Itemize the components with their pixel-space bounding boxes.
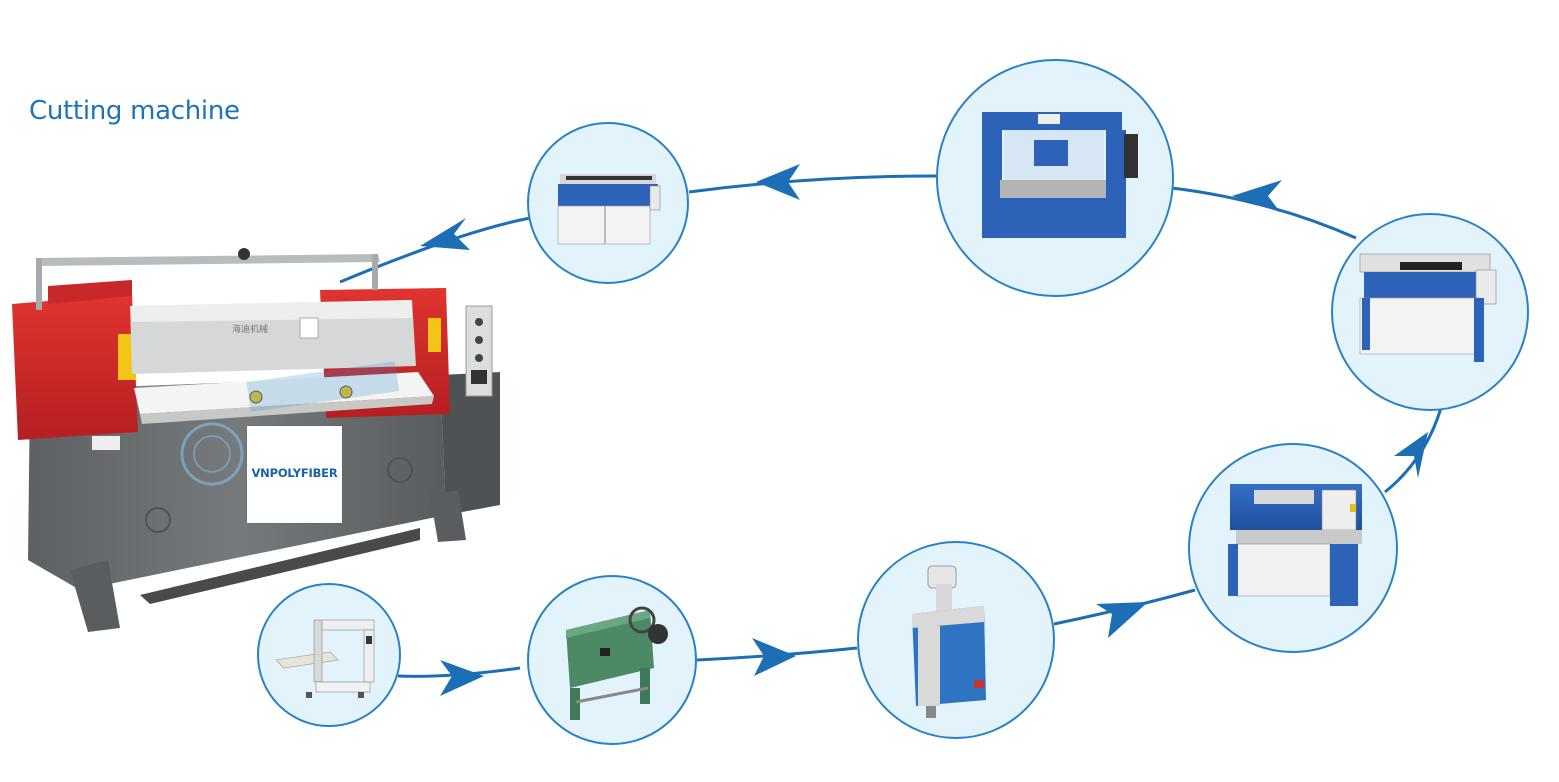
flow-line-6 xyxy=(688,174,937,194)
machine-circle-precision-press xyxy=(1331,213,1529,411)
arrow-head-2 xyxy=(752,638,796,676)
arrow-head-7 xyxy=(420,218,470,250)
main-cutting-machine-image: 海迪机械 xyxy=(12,248,500,632)
machine-circle-swing-arm-press xyxy=(857,541,1055,739)
machine-circle-strap-cutter xyxy=(527,575,697,745)
flow-line-7 xyxy=(339,216,531,284)
machine-circle-travelling-head-press xyxy=(936,59,1174,297)
machine-circle-band-knife xyxy=(257,583,401,727)
arrow-head-1 xyxy=(440,660,484,696)
machine-circle-four-column-press xyxy=(1188,443,1398,653)
flow-arrows xyxy=(420,164,1428,696)
arrow-head-4 xyxy=(1394,432,1428,478)
svg-text:海迪机械: 海迪机械 xyxy=(232,323,268,335)
arrow-head-5 xyxy=(1232,180,1282,212)
vnpolyfiber-logo: VNPOLYFIBER xyxy=(247,426,342,523)
arrow-head-6 xyxy=(756,164,800,200)
page-title: Cutting machine xyxy=(29,96,240,126)
logo-text: VNPOLYFIBER xyxy=(251,466,338,480)
arrow-head-3 xyxy=(1096,602,1148,638)
machine-circle-large-four-column-press xyxy=(527,122,689,284)
